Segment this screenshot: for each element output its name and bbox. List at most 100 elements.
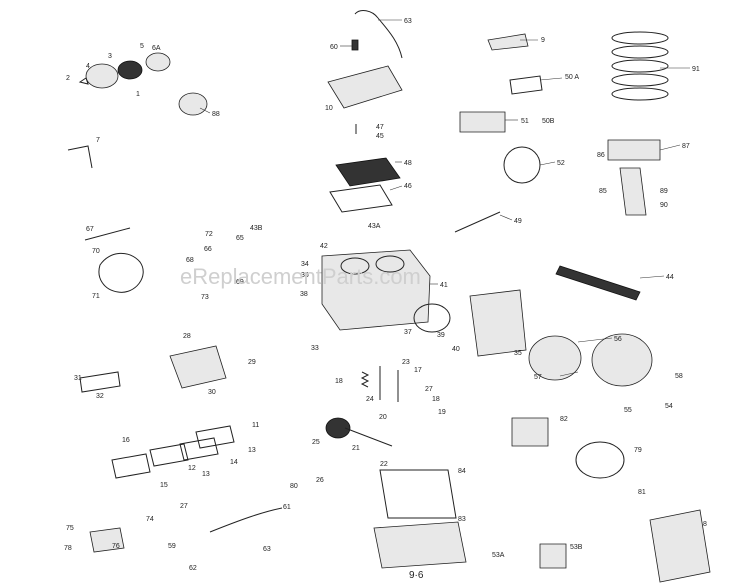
callout-49: 49 bbox=[514, 218, 522, 225]
callout-56: 56 bbox=[614, 336, 622, 343]
callout-9: 9 bbox=[541, 37, 545, 44]
callout-91: 91 bbox=[692, 66, 700, 73]
callout-35: 35 bbox=[514, 350, 522, 357]
camshaft-21 bbox=[344, 427, 393, 447]
callout-52: 52 bbox=[557, 160, 565, 167]
callout-16: 16 bbox=[122, 437, 130, 444]
callout-59: 59 bbox=[168, 543, 176, 550]
head-cover-10 bbox=[327, 65, 403, 109]
oil-pan-gasket-84 bbox=[379, 469, 457, 519]
carburetor-30 bbox=[169, 345, 227, 389]
callout-87: 87 bbox=[682, 143, 690, 150]
callout-12: 12 bbox=[188, 465, 196, 472]
cylinder-block-41 bbox=[321, 249, 431, 331]
callout-29: 29 bbox=[248, 359, 256, 366]
callout-42: 42 bbox=[320, 243, 328, 250]
callout-58: 58 bbox=[675, 373, 683, 380]
parts-layer bbox=[67, 10, 711, 583]
callout-10: 10 bbox=[325, 105, 333, 112]
connecting-rod bbox=[619, 167, 647, 216]
callout-28: 28 bbox=[183, 333, 191, 340]
callout-69: 69 bbox=[236, 279, 244, 286]
callout-43b: 43B bbox=[250, 225, 263, 232]
callout-54: 54 bbox=[665, 403, 673, 410]
shroud-8 bbox=[649, 509, 711, 583]
callout-20: 20 bbox=[379, 414, 387, 421]
bore-1 bbox=[340, 257, 370, 275]
spark-plug-lead bbox=[354, 10, 403, 59]
callout-3: 3 bbox=[108, 53, 112, 60]
callout-15: 15 bbox=[160, 482, 168, 489]
spark-plug bbox=[351, 39, 359, 51]
callout-22: 22 bbox=[380, 461, 388, 468]
callout-75: 75 bbox=[66, 525, 74, 532]
ring-3 bbox=[611, 59, 669, 73]
ring-4 bbox=[611, 73, 669, 87]
starter-motor bbox=[459, 111, 506, 133]
cam-gear-25 bbox=[325, 417, 351, 439]
callout-14: 14 bbox=[230, 459, 238, 466]
callout-45: 45 bbox=[376, 133, 384, 140]
breaker-plate-52 bbox=[503, 146, 541, 184]
callout-46: 46 bbox=[404, 183, 412, 190]
air-cleaner-cover-88 bbox=[178, 92, 208, 116]
callout-7: 7 bbox=[96, 137, 100, 144]
callout-23: 23 bbox=[402, 359, 410, 366]
callout-85: 85 bbox=[599, 188, 607, 195]
callout-37: 37 bbox=[404, 329, 412, 336]
spring-18 bbox=[360, 371, 370, 388]
bracket-31 bbox=[79, 371, 121, 393]
callout-84: 84 bbox=[458, 468, 466, 475]
callout-43a: 43A bbox=[368, 223, 381, 230]
bracket-50a bbox=[509, 75, 543, 95]
bearing-plate-40 bbox=[469, 289, 527, 357]
clip-7 bbox=[67, 145, 93, 169]
callout-18a: 18 bbox=[335, 378, 343, 385]
stator-79 bbox=[575, 441, 625, 479]
bore-2 bbox=[375, 255, 405, 273]
callout-labels: 63 60 9 91 3 5 6A 2 4 1 88 10 50 A 51 50… bbox=[64, 18, 707, 572]
page-number: 9·6 bbox=[409, 570, 424, 581]
callout-78: 78 bbox=[64, 545, 72, 552]
callout-72: 72 bbox=[205, 231, 213, 238]
callout-48: 48 bbox=[404, 160, 412, 167]
callout-68: 68 bbox=[186, 257, 194, 264]
callout-26: 26 bbox=[316, 477, 324, 484]
callout-60: 60 bbox=[330, 44, 338, 51]
air-cleaner-filter bbox=[117, 60, 143, 80]
governor-rod-67 bbox=[84, 227, 131, 241]
callout-13a: 13 bbox=[248, 447, 256, 454]
callout-4: 4 bbox=[86, 63, 90, 70]
callout-31: 31 bbox=[74, 375, 82, 382]
callout-40: 40 bbox=[452, 346, 460, 353]
callout-50b: 50B bbox=[542, 118, 555, 125]
callout-32: 32 bbox=[96, 393, 104, 400]
linkage-71 bbox=[98, 252, 144, 293]
callout-55: 55 bbox=[624, 407, 632, 414]
callout-82: 82 bbox=[560, 416, 568, 423]
callout-74: 74 bbox=[146, 516, 154, 523]
callout-47: 47 bbox=[376, 124, 384, 131]
cylinder-head-48 bbox=[335, 157, 401, 187]
callout-6a: 6A bbox=[152, 45, 161, 52]
callout-38: 38 bbox=[300, 291, 308, 298]
flywheel-57 bbox=[528, 335, 582, 381]
gasket-13 bbox=[195, 425, 235, 449]
callout-67: 67 bbox=[86, 226, 94, 233]
callout-33: 33 bbox=[311, 345, 319, 352]
callout-80: 80 bbox=[290, 483, 298, 490]
callout-34: 34 bbox=[301, 261, 309, 268]
gasket-14 bbox=[179, 437, 219, 461]
callout-13b: 13 bbox=[202, 471, 210, 478]
callout-18b: 18 bbox=[432, 396, 440, 403]
wing-nut bbox=[78, 77, 89, 85]
callout-63b: 63 bbox=[263, 546, 271, 553]
gasket-12 bbox=[149, 443, 189, 467]
bracket-76 bbox=[89, 527, 125, 553]
callout-88: 88 bbox=[212, 111, 220, 118]
callout-24: 24 bbox=[366, 396, 374, 403]
callout-19: 19 bbox=[438, 409, 446, 416]
callout-2: 2 bbox=[66, 75, 70, 82]
ignition-coil-82 bbox=[511, 417, 549, 447]
callout-41: 41 bbox=[440, 282, 448, 289]
